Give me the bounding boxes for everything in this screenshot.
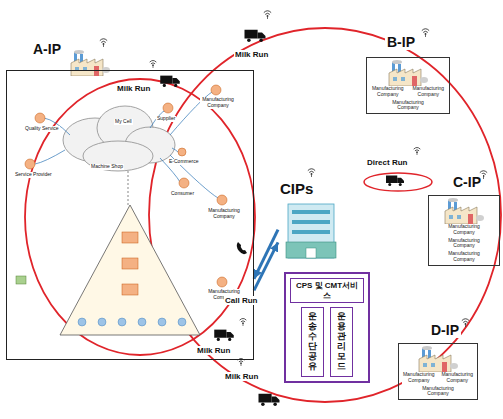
building-window bbox=[292, 220, 330, 224]
company-name: Manufacturing Company bbox=[421, 386, 455, 398]
wifi-icon bbox=[414, 148, 421, 156]
park-name: A-IP bbox=[31, 41, 63, 57]
wifi-icon bbox=[462, 319, 469, 327]
company-name: Manufacturing Company bbox=[447, 238, 481, 250]
company-name: Manufacturing Company bbox=[447, 224, 481, 236]
service-icon bbox=[217, 277, 227, 287]
industrial-park-box: B-IPManufacturing CompanyManufacturing C… bbox=[366, 57, 450, 114]
center-building: CIPs bbox=[278, 180, 340, 260]
truck-icon bbox=[386, 176, 404, 187]
service-column: 운용관리 모드 bbox=[330, 307, 353, 376]
actor-label: Consumer bbox=[170, 191, 195, 197]
service-link bbox=[35, 150, 65, 164]
call-run-arrow bbox=[254, 230, 278, 279]
park-name: C-IP bbox=[451, 174, 483, 190]
service-item: 운송수단 공유 bbox=[308, 312, 317, 371]
milk-run-loop bbox=[25, 79, 255, 355]
link-line bbox=[128, 171, 129, 206]
run-label: Milk Run bbox=[224, 372, 259, 381]
module-box bbox=[122, 258, 138, 269]
actor-label: Manufacturing Company bbox=[206, 208, 242, 220]
module-box bbox=[122, 284, 138, 295]
service-icon bbox=[179, 178, 189, 188]
industrial-park-box: D-IPManufacturing CompanyManufacturing C… bbox=[398, 343, 478, 400]
milk-run-loop bbox=[149, 28, 501, 402]
run-label: Milk Run bbox=[116, 84, 151, 93]
truck-icon bbox=[259, 394, 280, 406]
service-icon bbox=[211, 85, 221, 95]
wifi-icon bbox=[100, 39, 107, 47]
company-name: Manufacturing Company bbox=[447, 251, 481, 263]
worker-icon bbox=[158, 318, 166, 326]
park-name: D-IP bbox=[429, 322, 461, 338]
module-box bbox=[122, 232, 138, 243]
truck-icon bbox=[160, 76, 180, 87]
service-icon bbox=[163, 103, 173, 113]
wifi-icon bbox=[422, 29, 429, 37]
service-link bbox=[172, 148, 178, 152]
worker-icon bbox=[78, 318, 86, 326]
run-label: Direct Run bbox=[366, 158, 408, 167]
service-title: CPS 및 CMT서비스 bbox=[290, 278, 364, 303]
factory-icon bbox=[419, 346, 458, 372]
actor-label: Service Provider bbox=[14, 172, 53, 178]
company-name: Manufacturing Company bbox=[411, 86, 445, 98]
building-window bbox=[292, 230, 330, 234]
service-column: 운송수단 공유 bbox=[301, 307, 324, 376]
company-name: Manufacturing Company bbox=[402, 372, 436, 384]
service-icon bbox=[35, 113, 45, 123]
cloud-part bbox=[83, 141, 153, 171]
run-label: Call Run bbox=[224, 296, 258, 305]
wifi-icon bbox=[264, 11, 271, 19]
worker-icon bbox=[98, 318, 106, 326]
run-label: Milk Run bbox=[196, 346, 231, 355]
service-icon bbox=[217, 195, 227, 205]
factory-icon bbox=[445, 198, 484, 224]
pyramid-modules bbox=[122, 232, 138, 295]
run-label: Milk Run bbox=[234, 50, 269, 59]
workers bbox=[78, 318, 186, 326]
worker-icon bbox=[118, 318, 126, 326]
factory-icon bbox=[389, 60, 428, 86]
phone-icon bbox=[237, 242, 247, 254]
small-plant-icon bbox=[16, 276, 26, 284]
truck-icon bbox=[245, 30, 266, 42]
company-name: Manufacturing Company bbox=[391, 100, 425, 112]
wifi-icon bbox=[240, 319, 247, 327]
building-door bbox=[306, 248, 316, 258]
actor-label: E-Commerce bbox=[168, 159, 199, 165]
industrial-park-box: C-IPManufacturing CompanyManufacturing C… bbox=[428, 195, 500, 266]
building-base bbox=[286, 242, 336, 258]
building-window bbox=[292, 210, 330, 214]
call-run-arrow bbox=[254, 242, 278, 290]
factory-icon bbox=[71, 50, 110, 76]
service-item: 운용관리 모드 bbox=[337, 312, 346, 371]
wifi-icon bbox=[150, 61, 157, 69]
actor-label: My Cell bbox=[114, 119, 133, 125]
service-panel: CPS 및 CMT서비스운송수단 공유 운용관리 모드 bbox=[284, 272, 370, 383]
actor-label: Machine Shop bbox=[90, 164, 124, 170]
worker-icon bbox=[138, 318, 146, 326]
wifi-icon bbox=[308, 169, 315, 177]
actor-label: Quality Service bbox=[24, 126, 60, 132]
service-icon bbox=[25, 159, 35, 169]
service-icon bbox=[178, 148, 186, 156]
park-name: B-IP bbox=[385, 34, 417, 50]
truck-icon bbox=[214, 330, 234, 341]
center-name: CIPs bbox=[278, 180, 315, 197]
cips-building bbox=[286, 204, 336, 258]
production-pyramid bbox=[60, 205, 200, 335]
actor-label: Supplier bbox=[156, 116, 176, 122]
service-links bbox=[35, 92, 218, 198]
company-name: Manufacturing Company bbox=[440, 372, 474, 384]
actor-label: Manufacturing Company bbox=[200, 97, 236, 109]
worker-icon bbox=[178, 318, 186, 326]
company-name: Manufacturing Company bbox=[371, 86, 405, 98]
direct-run-loop bbox=[364, 173, 432, 191]
